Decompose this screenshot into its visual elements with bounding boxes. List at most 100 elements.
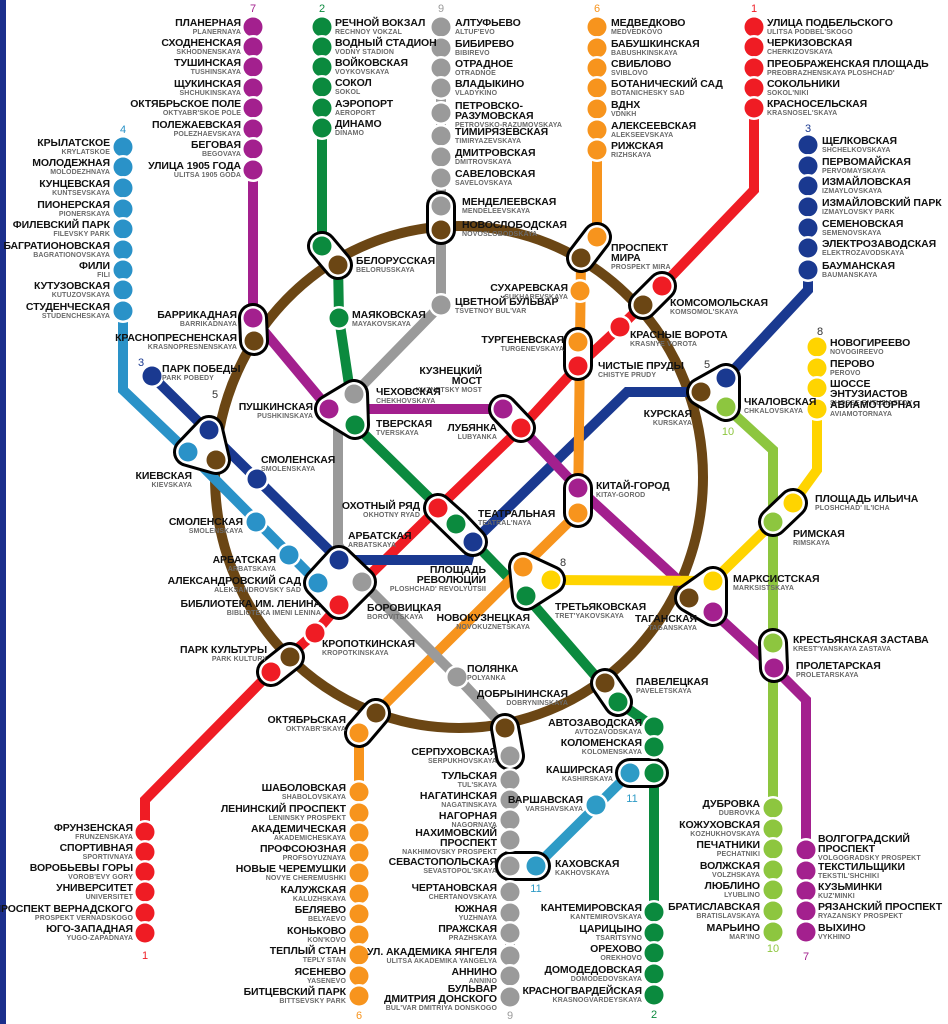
transfer-station bbox=[495, 851, 551, 881]
station-name-en: KUZ'MINKI bbox=[818, 893, 855, 900]
station-name-ru: ТЕПЛЫЙ СТАН bbox=[269, 945, 346, 957]
line-number-8: 8 bbox=[559, 557, 567, 569]
station-dot bbox=[500, 966, 520, 986]
station-name-ru: ТЕАТРАЛЬНАЯ bbox=[478, 508, 556, 520]
station-name-en: SMOLENSKAYA bbox=[188, 528, 243, 535]
station-name-ru: НАГАТИНСКАЯ bbox=[419, 790, 497, 802]
station-dot bbox=[142, 366, 162, 386]
station-name-en: DUBROVKA bbox=[718, 810, 760, 817]
station-name-ru: ВЛАДЫКИНО bbox=[455, 78, 525, 90]
station-name-en: CHKALOVSKAYA bbox=[744, 408, 804, 415]
station-name-en: PARK KULTURY bbox=[211, 656, 267, 663]
station-name-en: OTRADNOE bbox=[455, 70, 496, 77]
station-name-en: VODNY STADION bbox=[335, 49, 394, 56]
station-dot bbox=[280, 647, 300, 667]
transfer-station bbox=[758, 628, 789, 683]
station-name-ru: БОРОВИЦКАЯ bbox=[367, 602, 442, 614]
station-name-en: KURSKAYA bbox=[652, 420, 692, 427]
station-dot bbox=[587, 99, 607, 119]
station-name-ru: КУЗНЕЦКИЙ МОСТ bbox=[419, 365, 482, 387]
station-name-en: BAGRATIONOVSKAYA bbox=[33, 252, 110, 259]
station-dot bbox=[796, 840, 816, 860]
station-name-ru: ЛЕНИНСКИЙ ПРОСПЕКТ bbox=[220, 803, 346, 815]
station-name-ru: ПЛОЩАДЬ ИЛЬИЧА bbox=[815, 493, 919, 505]
station-name-ru: КОМСОМОЛЬСКАЯ bbox=[670, 297, 768, 309]
station-name-en: PROSPEKT VERNADSKOGO bbox=[34, 915, 133, 922]
line-number-11: 11 bbox=[626, 793, 638, 805]
station-dot bbox=[763, 860, 783, 880]
station-dot bbox=[798, 260, 818, 280]
station-name-en: KUNTSEVSKAYA bbox=[52, 190, 110, 197]
station-dot bbox=[807, 399, 827, 419]
station-dot bbox=[349, 843, 369, 863]
station-name-en: POLYANKA bbox=[467, 675, 506, 682]
station-dot bbox=[644, 717, 664, 737]
station-name-ru: КИЕВСКАЯ bbox=[135, 470, 193, 482]
station-name-en: IZMAYLOVSKAYA bbox=[822, 188, 883, 195]
station-dot bbox=[431, 17, 451, 37]
station-name-ru: НАХИМОВСКИЙ ПРОСПЕКТ bbox=[415, 827, 497, 849]
line-number-7: 7 bbox=[249, 3, 257, 15]
station-name-ru: КИТАЙ-ГОРОД bbox=[596, 480, 670, 492]
line-number-2: 2 bbox=[318, 3, 326, 15]
line-number-3: 3 bbox=[137, 357, 145, 369]
station-name-en: LUBYANKA bbox=[457, 434, 497, 441]
station-name-ru: ИЗМАЙЛОВСКИЙ ПАРК bbox=[822, 197, 942, 209]
transfer-station bbox=[314, 379, 370, 440]
station-dot bbox=[243, 119, 263, 139]
station-name-ru: БАУМАНСКАЯ bbox=[822, 260, 895, 272]
station-name-en: ARBATSKAYA bbox=[227, 566, 276, 573]
station-name-en: AVTOZAVODSKAYA bbox=[574, 729, 642, 736]
station-dot bbox=[703, 602, 723, 622]
station-name-en: SEVASTOPOL'SKAYA bbox=[423, 868, 497, 875]
station-name-en: ALEKSEEVSKAYA bbox=[611, 132, 674, 139]
station-name-en: KON'KOVO bbox=[307, 937, 346, 944]
line-number-5: 5 bbox=[211, 389, 219, 401]
line-number-2: 2 bbox=[650, 1009, 658, 1021]
station-dot bbox=[500, 830, 520, 850]
station-dot bbox=[644, 985, 664, 1005]
transfer-station bbox=[563, 473, 593, 528]
line-number-9: 9 bbox=[437, 3, 445, 15]
station-name-ru: ФИЛИ bbox=[78, 260, 110, 272]
station-dot bbox=[807, 358, 827, 378]
station-dot bbox=[586, 795, 606, 815]
station-name-en: DMITROVSKAYA bbox=[455, 159, 512, 166]
station-name-en: NAKHIMOVSKY PROSPEKT bbox=[402, 849, 497, 856]
station-name-ru: КУРСКАЯ bbox=[643, 408, 692, 420]
station-dot bbox=[135, 842, 155, 862]
transfer-station bbox=[344, 698, 391, 748]
station-name-en: NOVOKUZNETSKAYA bbox=[456, 624, 530, 631]
station-name-ru: ЧЕХОВСКАЯ bbox=[376, 386, 441, 398]
station-dot bbox=[312, 57, 332, 77]
station-name-ru: ВЫХИНО bbox=[818, 922, 866, 934]
station-name-en: PERVOMAYSKAYA bbox=[822, 168, 886, 175]
station-name-ru: ЛЮБЛИНО bbox=[704, 880, 761, 892]
station-name-en: POLEZHAEVSKAYA bbox=[173, 131, 241, 138]
station-name-ru: КАХОВСКАЯ bbox=[555, 858, 620, 870]
station-name-ru: ЧЕРТАНОВСКАЯ bbox=[411, 882, 498, 894]
station-name-en: SEMENOVSKAYA bbox=[822, 230, 882, 237]
station-name-en: KITAY-GOROD bbox=[596, 492, 646, 499]
